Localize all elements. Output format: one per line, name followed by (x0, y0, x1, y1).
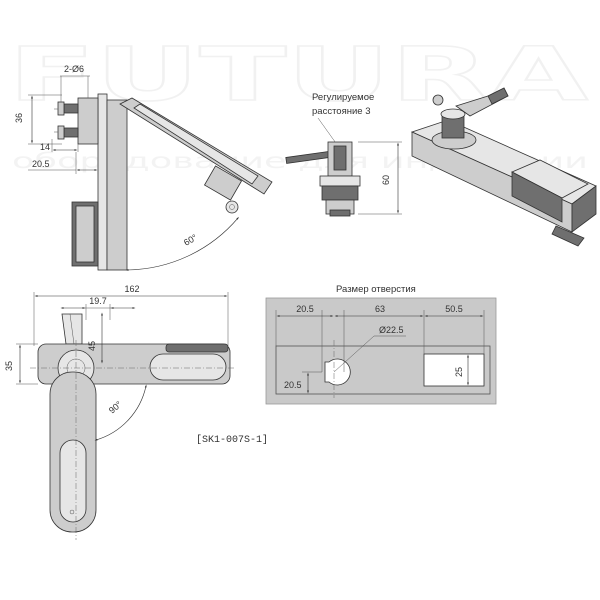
lock-body-side (106, 99, 128, 271)
iso-lid-front (511, 171, 563, 223)
front-collar (321, 185, 359, 201)
dim-angle-60: 60° (182, 232, 199, 248)
bolt-top (63, 103, 79, 114)
dim-20-5: 20.5 (32, 159, 50, 169)
dim-14: 14 (40, 142, 50, 152)
isometric-view (410, 87, 597, 247)
front-small-view: Регулируемое расстояние 3 60 (285, 92, 402, 217)
dim-36: 36 (14, 113, 24, 123)
nut-top (57, 101, 65, 116)
iso-end-face (571, 185, 597, 233)
round-hole (324, 358, 351, 386)
rect-hole (423, 353, 485, 387)
front-foot (329, 209, 351, 217)
body-top-edge (165, 343, 229, 353)
handle-closed (149, 353, 227, 381)
nut-bottom (57, 125, 65, 140)
pivot-pin (225, 200, 239, 214)
adjust-line-1: Регулируемое (312, 92, 374, 103)
dim-60: 60 (381, 175, 391, 185)
door-panel (97, 93, 108, 271)
dim-45: 45 (87, 341, 97, 351)
bolt-bottom (63, 127, 79, 138)
cutout-h-right: 25 (454, 367, 464, 377)
front-view: 162 19.7 45 35 90° (4, 284, 236, 540)
dim-19-7: 19.7 (89, 296, 107, 306)
cutout-diagram: Размер отверстия 20.5 63 50.5 Ø22.5 20.5… (265, 284, 497, 405)
dim-angle-90: 90° (107, 399, 124, 416)
bolt-block (77, 97, 99, 145)
handle-opened-grip (59, 439, 87, 523)
handle-tail-box (203, 165, 243, 201)
iso-lever-tip (487, 87, 509, 105)
cutout-w1: 20.5 (296, 304, 314, 314)
dim-162: 162 (124, 284, 139, 294)
front-flange (319, 175, 361, 187)
cutout-outline (275, 345, 491, 395)
cutout-title: Размер отверстия (336, 284, 416, 295)
cutout-diameter: Ø22.5 (379, 325, 404, 335)
cutout-h-left: 20.5 (284, 380, 302, 390)
adjust-line-2: расстояние 3 (312, 106, 371, 117)
cutout-w2: 63 (375, 304, 385, 314)
model-code: [SK1-007S-1] (196, 434, 268, 446)
cutout-w3: 50.5 (445, 304, 463, 314)
iso-foot (551, 225, 585, 247)
dim-35: 35 (4, 361, 14, 371)
iso-knob (432, 94, 444, 106)
side-view: 36 2-Ø6 14 20.5 60° (14, 64, 273, 271)
dim-holes: 2-Ø6 (64, 64, 84, 74)
front-lock-core (333, 145, 347, 171)
handle-raised-face (133, 103, 259, 185)
iso-stem-top (440, 108, 466, 120)
rear-housing-face (75, 205, 95, 263)
